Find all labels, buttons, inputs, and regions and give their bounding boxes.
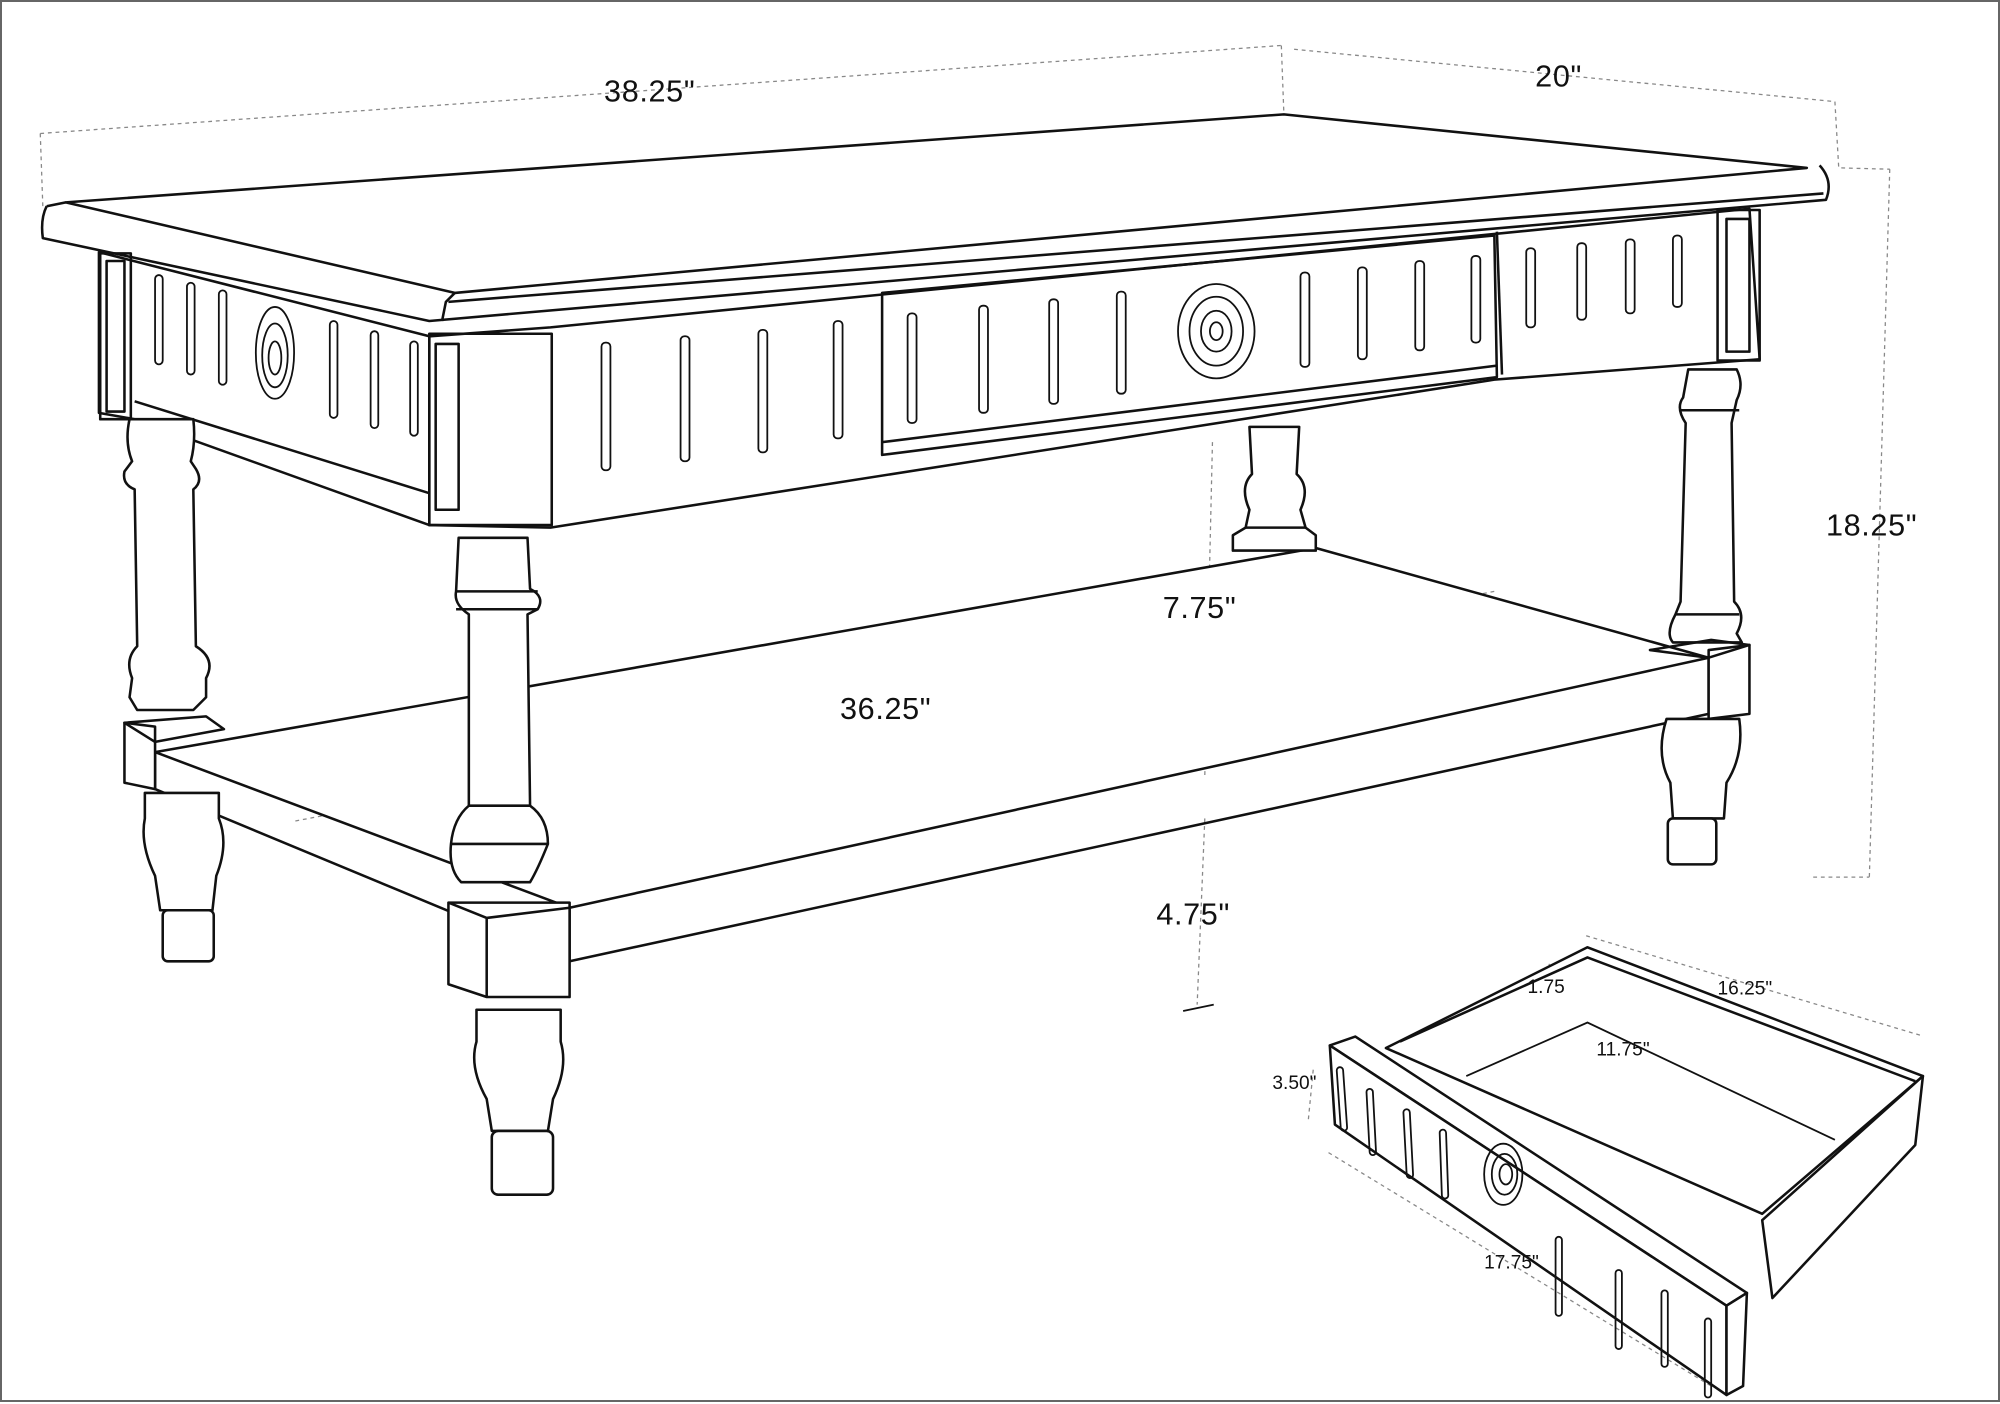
label-top-depth: 20" [1535,59,1582,93]
label-shelf-length: 36.25" [840,692,931,726]
label-overall-height: 18.25" [1826,508,1917,542]
drawer-drawing [1307,935,1925,1399]
label-shelf-clearance: 4.75" [1156,897,1230,931]
lower-shelf [153,546,1710,963]
label-drawer-front-width: 17.75" [1484,1253,1539,1274]
label-shelf-to-apron: 7.75" [1163,591,1237,625]
label-drawer-side: 16.25" [1718,978,1773,999]
label-drawer-inner-width: 11.75" [1596,1040,1649,1061]
rosette-center [1177,283,1256,380]
apron [97,207,1761,529]
label-drawer-depth: 1.75 [1528,977,1565,998]
legs [122,368,1751,1196]
label-drawer-front-height: 3.50" [1272,1073,1316,1094]
dimension-lines [39,44,1891,1012]
dimension-labels: 38.25" 20" 18.25" 7.75" 36.25" 4.75" 1.7… [604,59,1917,1273]
label-top-length: 38.25" [604,75,695,109]
drawer-rosette [1483,1142,1524,1206]
table-top [40,113,1830,323]
rosette-left [254,306,295,400]
